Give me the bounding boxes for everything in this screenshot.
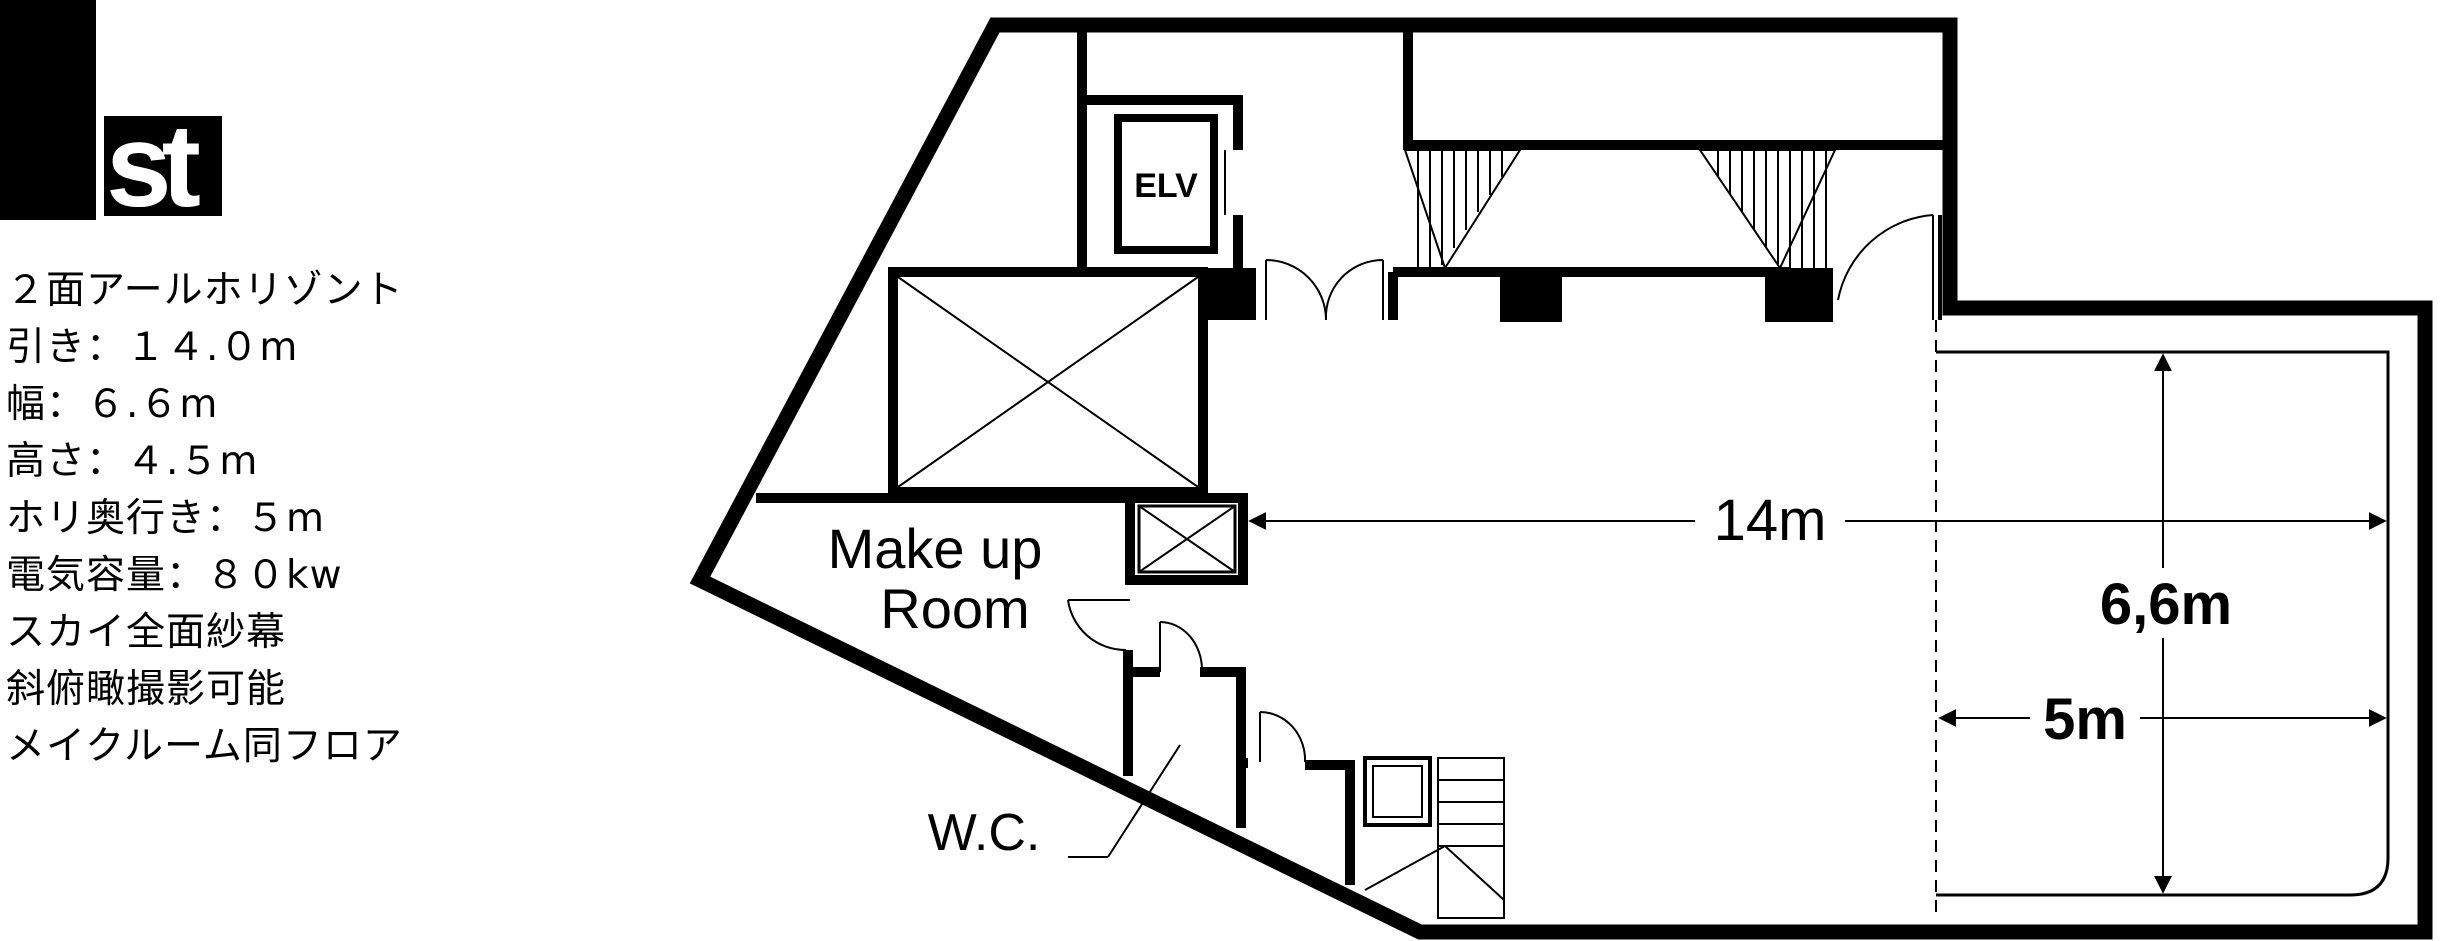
- bottom-stair: [1363, 756, 1505, 919]
- spec-item: ２面アールホリゾント: [6, 268, 404, 313]
- void-box: [888, 267, 1208, 498]
- door-top-right: [1837, 214, 1934, 320]
- floor-badge: 1 st: [0, 0, 222, 222]
- wc-label: W.C.: [928, 804, 1041, 862]
- spec-item: スカイ全面紗幕: [6, 610, 287, 655]
- studio-spec-list: ２面アールホリゾント 引き：１４.０m 幅：６.６m 高さ：４.５m ホリ奥行き…: [6, 262, 404, 775]
- makeup-room-label: Make up: [828, 517, 1043, 580]
- storage-area: [1388, 30, 1943, 320]
- stair-right: [1698, 149, 1837, 271]
- floor-suffix: st: [104, 116, 222, 216]
- spec-item: ホリ奥行き：５m: [6, 496, 325, 541]
- floor-number-mark: [0, 0, 96, 220]
- double-door-top: [1265, 258, 1384, 321]
- spec-item: メイクルーム同フロア: [6, 724, 403, 769]
- makeup-door: [1067, 599, 1130, 652]
- stair-left: [1403, 149, 1522, 271]
- spec-item: 斜俯瞰撮影可能: [6, 667, 287, 712]
- wc-block: [1068, 621, 1355, 885]
- spec-item: 電気容量：８０kw: [6, 553, 343, 598]
- elevator-car: [1114, 114, 1218, 254]
- small-void-box: [1137, 504, 1237, 574]
- spec-item: 高さ：４.５m: [6, 439, 259, 484]
- width-dimension-label: 6,6m: [2100, 572, 2232, 637]
- elevator-label: ELV: [1134, 167, 1198, 205]
- cyclorama: [1936, 350, 2390, 897]
- spec-item: 引き：１４.０m: [6, 325, 299, 370]
- elevator-shaft: ELV: [1077, 30, 1243, 268]
- column: [1500, 272, 1562, 322]
- horizon-dimension-label: 5m: [2043, 687, 2127, 752]
- outer-wall: [689, 17, 2433, 940]
- depth-dimension-label: 14m: [1714, 488, 1827, 553]
- spec-item: 幅：６.６m: [6, 382, 219, 427]
- column: [1765, 268, 1833, 322]
- makeup-room-label-2: Room: [880, 577, 1029, 640]
